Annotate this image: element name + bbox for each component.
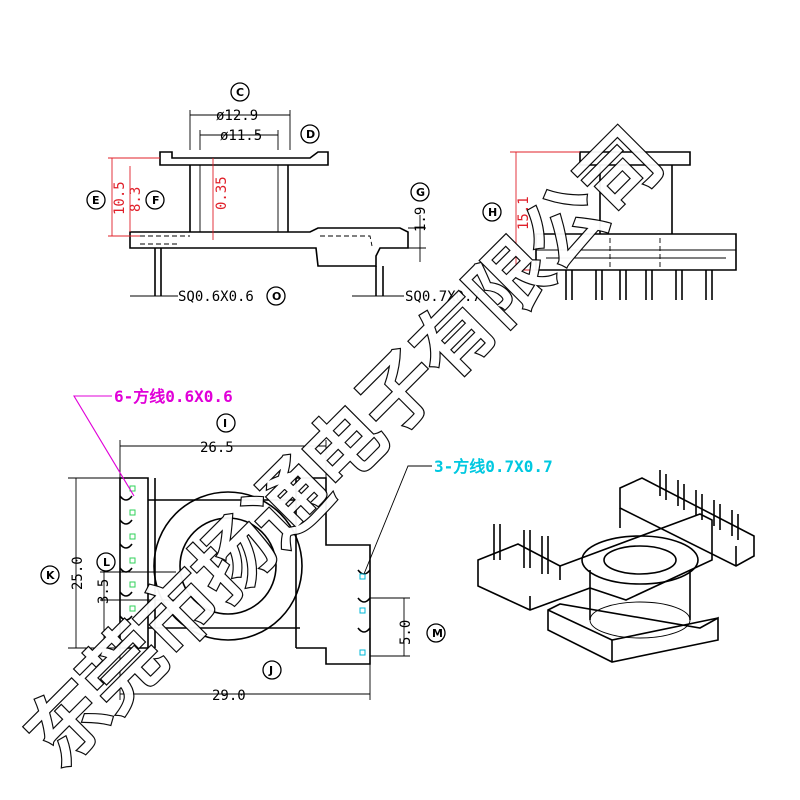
bubble-h: H bbox=[488, 206, 497, 219]
dim-j: 29.0 bbox=[212, 688, 246, 704]
dim-i: 26.5 bbox=[200, 440, 234, 456]
bubble-c: C bbox=[236, 86, 244, 99]
dim-m: 5.0 bbox=[398, 620, 414, 645]
bubble-j: J bbox=[268, 664, 273, 677]
dim-e: 10.5 bbox=[112, 181, 128, 215]
watermark: 东莞市扬通电子有限公司 bbox=[10, 113, 680, 783]
bubble-g: G bbox=[416, 186, 425, 199]
plan-view: 26.5 29.0 25.0 3.5 5.0 6-方线0.6X0.6 3-方线0… bbox=[68, 387, 553, 704]
bubble-m: M bbox=[432, 627, 443, 640]
dim-c-inner: ø11.5 bbox=[220, 128, 262, 144]
note-right-pins: 3-方线0.7X0.7 bbox=[434, 457, 553, 476]
label-bubbles: C D E F G H O I J K L M bbox=[40, 82, 502, 680]
dim-c-outer: ø12.9 bbox=[216, 108, 258, 124]
dim-h: 15.1 bbox=[516, 196, 532, 230]
bubble-e: E bbox=[92, 194, 100, 207]
dim-f-red: 0.35 bbox=[214, 176, 230, 210]
bubble-o: O bbox=[272, 290, 281, 303]
dim-g: 1.9 bbox=[413, 207, 429, 232]
bubble-i: I bbox=[223, 417, 227, 430]
bubble-k: K bbox=[46, 569, 55, 582]
bubble-f: F bbox=[152, 194, 160, 207]
pin-left-note: SQ0.6X0.6 bbox=[178, 289, 254, 305]
front-view: ø12.9 ø11.5 10.5 8.3 0.35 1.9 SQ0.6X0.6 … bbox=[108, 108, 481, 305]
isometric-view bbox=[477, 470, 755, 663]
side-view: 15.1 bbox=[510, 151, 737, 300]
dim-f: 8.3 bbox=[128, 187, 144, 212]
dim-k: 25.0 bbox=[70, 556, 86, 590]
dim-l: 3.5 bbox=[96, 579, 112, 604]
note-left-pins: 6-方线0.6X0.6 bbox=[114, 387, 233, 406]
pin-right-note: SQ0.7X0.7 bbox=[405, 289, 481, 305]
bubble-d: D bbox=[306, 128, 315, 141]
bubble-l: L bbox=[103, 556, 110, 569]
